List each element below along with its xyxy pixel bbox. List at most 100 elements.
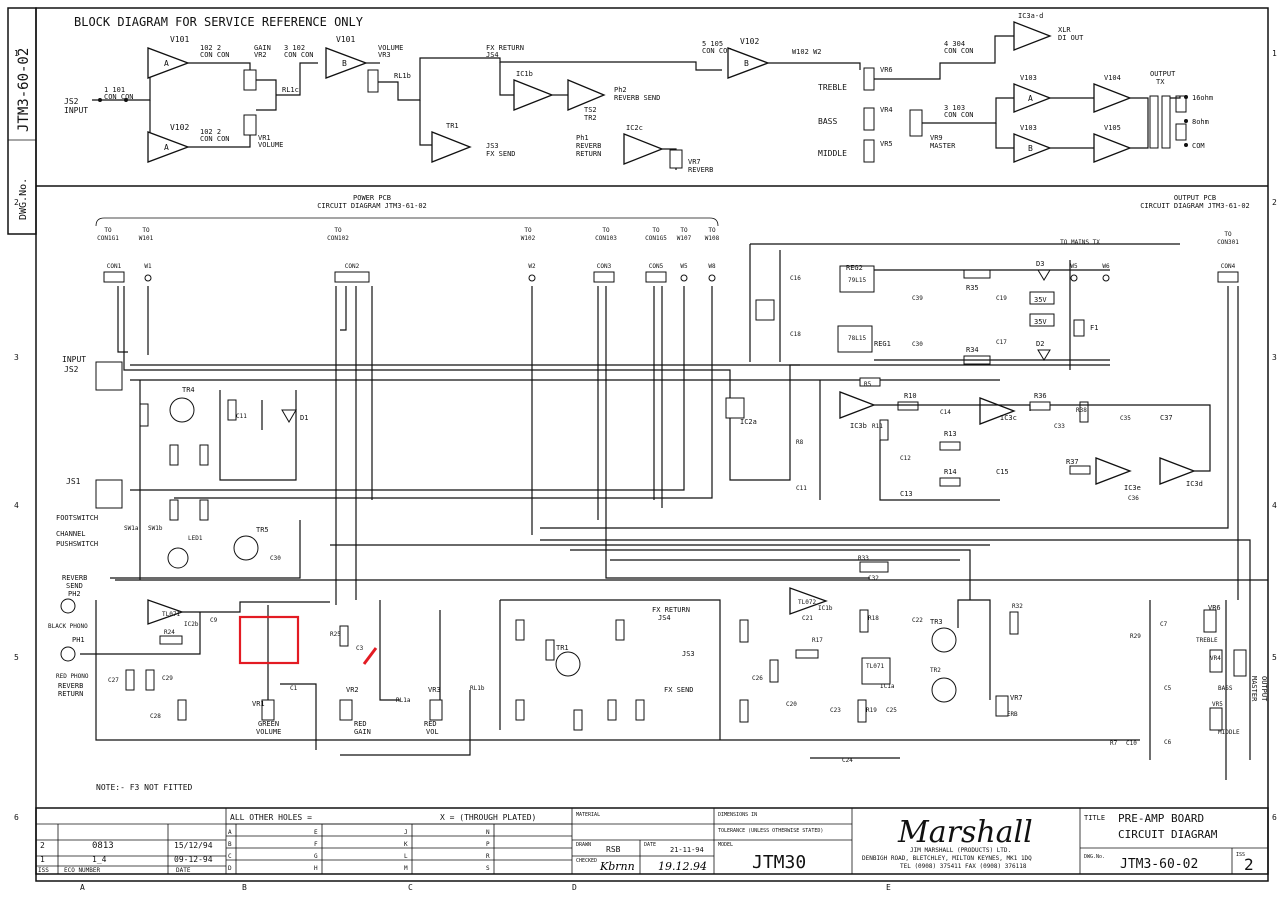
- output-tx-label: OUTPUT: [1150, 70, 1176, 78]
- svg-text:4 304: 4 304: [944, 40, 965, 48]
- hole-letter-J: J: [404, 829, 408, 836]
- vr1-volume: VR1: [258, 134, 271, 142]
- svg-text:5 105: 5 105: [702, 40, 723, 48]
- fx-send-label: JS3: [486, 142, 499, 150]
- svg-text:C6: C6: [1164, 739, 1172, 746]
- svg-text:79L15: 79L15: [848, 277, 866, 284]
- svg-text:IC3c: IC3c: [1000, 414, 1017, 422]
- checked-signature: Kbrnn: [599, 860, 635, 873]
- svg-text:SEND: SEND: [66, 582, 83, 590]
- svg-text:OUTPUT: OUTPUT: [1260, 676, 1268, 702]
- svg-text:PUSHSWITCH: PUSHSWITCH: [56, 540, 98, 548]
- to-label-6: TO: [680, 227, 688, 234]
- svg-text:C3: C3: [356, 645, 364, 652]
- hole-letter-E: E: [314, 829, 318, 836]
- svg-text:REG2: REG2: [846, 264, 863, 272]
- rl1b: RL1b: [394, 72, 411, 80]
- iss-label: ISS: [1236, 852, 1245, 858]
- svg-text:V103: V103: [1020, 74, 1037, 82]
- to-label-8: TO MAINS TX: [1060, 239, 1100, 246]
- svg-text:C10: C10: [1126, 740, 1137, 747]
- amp-ic3e: [1095, 457, 1132, 485]
- row-mark-right-2: 2: [1272, 198, 1277, 207]
- svg-text:C23: C23: [830, 707, 841, 714]
- svg-text:R11: R11: [872, 423, 883, 430]
- row-mark-3: 3: [14, 353, 19, 362]
- dwg-value: JTM3-60-02: [1120, 857, 1198, 872]
- svg-text:102 2: 102 2: [200, 128, 221, 136]
- row-mark-4: 4: [14, 501, 19, 510]
- model-label: MODEL: [718, 842, 733, 848]
- svg-text:JS4: JS4: [658, 614, 671, 622]
- svg-text:C30: C30: [270, 555, 281, 562]
- svg-text:C17: C17: [996, 339, 1007, 346]
- treble-label: TREBLE: [818, 83, 847, 92]
- to-label-5: CON1G5: [645, 235, 667, 242]
- to-label-0: CON1G1: [97, 235, 119, 242]
- ph1-label: PH1: [72, 636, 85, 644]
- connector-0: [103, 271, 125, 283]
- hole-letter-R: R: [486, 853, 490, 860]
- svg-text:C36: C36: [1128, 495, 1139, 502]
- amp-v102a: [147, 131, 190, 163]
- svg-text:RL1a: RL1a: [396, 697, 411, 704]
- svg-text:VOLUME: VOLUME: [258, 141, 283, 149]
- input-js2: INPUT: [62, 355, 86, 364]
- connector-label-4: CON3: [597, 263, 612, 270]
- hole-letter-D: D: [228, 865, 232, 872]
- company-name: JIM MARSHALL (PRODUCTS) LTD.: [910, 847, 1011, 854]
- svg-text:C5: C5: [1164, 685, 1172, 692]
- svg-text:R37: R37: [1066, 458, 1079, 466]
- amp-ic2b: [147, 599, 184, 625]
- svg-text:R33: R33: [858, 555, 869, 562]
- svg-text:C12: C12: [900, 455, 911, 462]
- amp-v101a: [147, 47, 190, 79]
- svg-text:C14: C14: [940, 409, 951, 416]
- svg-text:REG1: REG1: [874, 340, 891, 348]
- connector-label-5: CON5: [649, 263, 664, 270]
- col-mark-E: E: [886, 883, 891, 892]
- to-label-1: W101: [139, 235, 154, 242]
- fx-return-jack: FX RETURN: [652, 606, 690, 614]
- reverb-send-jack: REVERB: [62, 574, 87, 582]
- svg-text:102 2: 102 2: [200, 44, 221, 52]
- svg-text:VR5: VR5: [880, 140, 893, 148]
- svg-text:C21: C21: [802, 615, 813, 622]
- svg-text:A: A: [1028, 94, 1033, 103]
- amp-ic3ad: [1013, 21, 1052, 51]
- amp-v103b: [1013, 133, 1052, 163]
- svg-text:REVERB: REVERB: [688, 166, 713, 174]
- block-input-label: JS2: [64, 97, 79, 106]
- date-label: DATE: [644, 842, 656, 848]
- svg-text:DI OUT: DI OUT: [1058, 34, 1084, 42]
- amp-ic2c: [623, 133, 664, 165]
- eco-row1-date: 15/12/94: [174, 841, 213, 850]
- svg-text:FX SEND: FX SEND: [486, 150, 516, 158]
- svg-text:JS2: JS2: [64, 365, 79, 374]
- svg-text:TX: TX: [1156, 78, 1165, 86]
- hole-letter-K: K: [404, 841, 408, 848]
- middle-label: MIDDLE: [818, 149, 847, 158]
- connector-1: [144, 274, 152, 282]
- row-mark-right-1: 1: [1272, 49, 1277, 58]
- title-line1: PRE-AMP BOARD: [1118, 812, 1204, 825]
- to-label-2: CON102: [327, 235, 349, 242]
- svg-text:RED PHONO: RED PHONO: [56, 673, 89, 680]
- tolerance-label: TOLERANCE (UNLESS OTHERWISE STATED): [718, 828, 823, 834]
- to-label-4: TO: [602, 227, 610, 234]
- row-mark-6: 6: [14, 813, 19, 822]
- connector-5: [645, 271, 667, 283]
- hole-letter-B: B: [228, 841, 232, 848]
- svg-text:REVERB SEND: REVERB SEND: [614, 94, 660, 102]
- svg-text:R38: R38: [1076, 407, 1087, 414]
- svg-text:3 103: 3 103: [944, 104, 965, 112]
- svg-text:FOOTSWITCH: FOOTSWITCH: [56, 514, 98, 522]
- svg-text:V103: V103: [1020, 124, 1037, 132]
- svg-text:C37: C37: [1160, 414, 1173, 422]
- svg-text:IC3b: IC3b: [850, 422, 867, 430]
- svg-text:D3: D3: [1036, 260, 1044, 268]
- col-mark-B: B: [242, 883, 247, 892]
- svg-text:TR4: TR4: [182, 386, 195, 394]
- amp-ic3d: [1159, 457, 1196, 485]
- svg-text:FX SEND: FX SEND: [664, 686, 694, 694]
